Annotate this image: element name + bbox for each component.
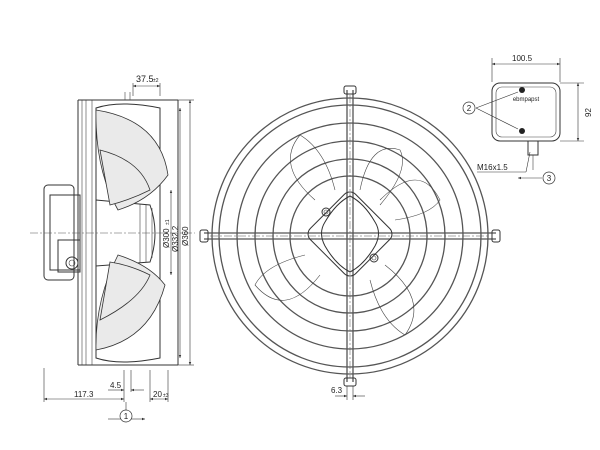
dim-4-5: 4.5	[110, 381, 122, 390]
dim-117-3: 117.3	[74, 390, 94, 399]
dim-20: 20	[153, 390, 162, 399]
fan-blade-1	[379, 179, 441, 221]
dim-92: 92	[584, 108, 593, 117]
dim-d300-tol: ±1	[165, 219, 171, 225]
dim-37-5-tol: ±2	[153, 78, 159, 84]
terminal-box-detail: ebmpapst 100.5 92 2 M16x1.5 3	[462, 54, 593, 185]
side-view: 37.5 ±2 Ø300 ±1 Ø332.2 Ø360 117.3 4.5 20…	[30, 74, 195, 423]
dim-6-3: 6.3	[331, 386, 343, 395]
mount-bolt-1	[321, 207, 331, 217]
callout-3	[542, 171, 556, 185]
terminal-box-side	[57, 239, 81, 273]
lid-screw-2	[519, 128, 525, 134]
dim-37-5: 37.5	[136, 74, 154, 84]
dim-d332-2: Ø332.2	[171, 225, 180, 252]
lid-screw-1	[519, 87, 525, 93]
cable-gland	[527, 140, 539, 156]
fan-blade-5	[359, 148, 403, 206]
callout-2-label: 2	[467, 104, 472, 113]
hub-side	[95, 199, 156, 267]
fan-blade-2	[369, 264, 415, 336]
callout-2	[462, 101, 476, 115]
motor-mount-square	[321, 195, 379, 273]
terminal-box-body	[491, 82, 561, 142]
front-view: 6.3	[199, 85, 501, 400]
brand-label: ebmpapst	[513, 97, 540, 103]
dim-d300: Ø300	[162, 228, 171, 248]
fan-blade-4	[290, 134, 336, 201]
blade-side-mid-lower	[99, 261, 151, 321]
dim-100-5: 100.5	[512, 54, 533, 63]
motor-housing	[43, 184, 75, 281]
cable-gland-side	[65, 256, 79, 270]
callout-1	[119, 409, 133, 423]
motor-flange	[49, 194, 81, 271]
callout-3-label: 3	[547, 174, 552, 183]
blade-side-mid-upper	[99, 149, 151, 206]
callout-1-label: 1	[124, 412, 129, 421]
mount-bolt-2	[369, 253, 379, 263]
thread-label: M16x1.5	[477, 163, 508, 172]
dim-d360: Ø360	[181, 226, 190, 246]
dim-20-tol: ±3	[163, 393, 169, 399]
fan-blade-3	[254, 254, 321, 301]
